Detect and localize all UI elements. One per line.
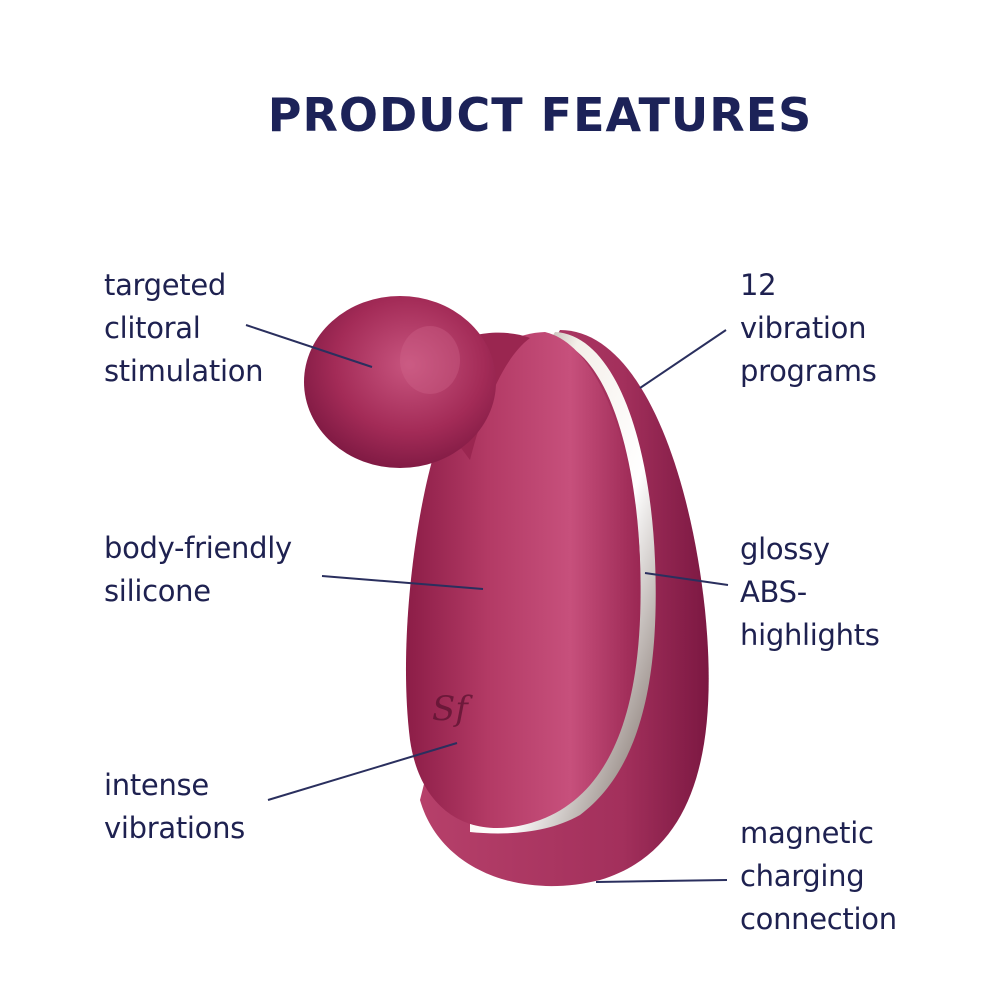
- label-line: charging: [740, 859, 865, 893]
- feature-label-abs-highlights: glossy ABS- highlights: [740, 528, 880, 657]
- callout-line-vibrations: [267, 742, 458, 801]
- callout-line-abs: [644, 572, 729, 586]
- feature-label-vibration-programs: 12 vibration programs: [740, 264, 877, 393]
- label-line: magnetic: [740, 816, 874, 850]
- feature-label-intense-vibrations: intense vibrations: [104, 764, 245, 850]
- feature-label-silicone: body-friendly silicone: [104, 527, 292, 613]
- label-line: 12: [740, 268, 777, 302]
- callout-lines: [245, 324, 729, 883]
- callout-line-programs: [639, 329, 727, 389]
- label-line: vibrations: [104, 811, 245, 845]
- satisfyer-logo-icon: Sf: [432, 689, 473, 729]
- label-line: highlights: [740, 618, 880, 652]
- label-line: stimulation: [104, 354, 264, 388]
- label-line: clitoral: [104, 311, 201, 345]
- label-line: connection: [740, 902, 897, 936]
- label-line: glossy: [740, 532, 830, 566]
- callout-line-targeted: [245, 324, 373, 368]
- callout-line-charging: [595, 879, 728, 883]
- label-line: programs: [740, 354, 877, 388]
- label-line: targeted: [104, 268, 227, 302]
- label-line: intense: [104, 768, 209, 802]
- label-line: body-friendly: [104, 531, 292, 565]
- product-front-body: [405, 332, 641, 829]
- label-line: vibration: [740, 311, 867, 345]
- callout-line-silicone: [321, 575, 484, 590]
- feature-label-targeted-stimulation: targeted clitoral stimulation: [104, 264, 264, 393]
- label-line: ABS-: [740, 575, 807, 609]
- page-title: PRODUCT FEATURES: [267, 88, 813, 142]
- feature-label-magnetic-charging: magnetic charging connection: [740, 812, 897, 941]
- label-line: silicone: [104, 574, 211, 608]
- product-head: [304, 296, 496, 468]
